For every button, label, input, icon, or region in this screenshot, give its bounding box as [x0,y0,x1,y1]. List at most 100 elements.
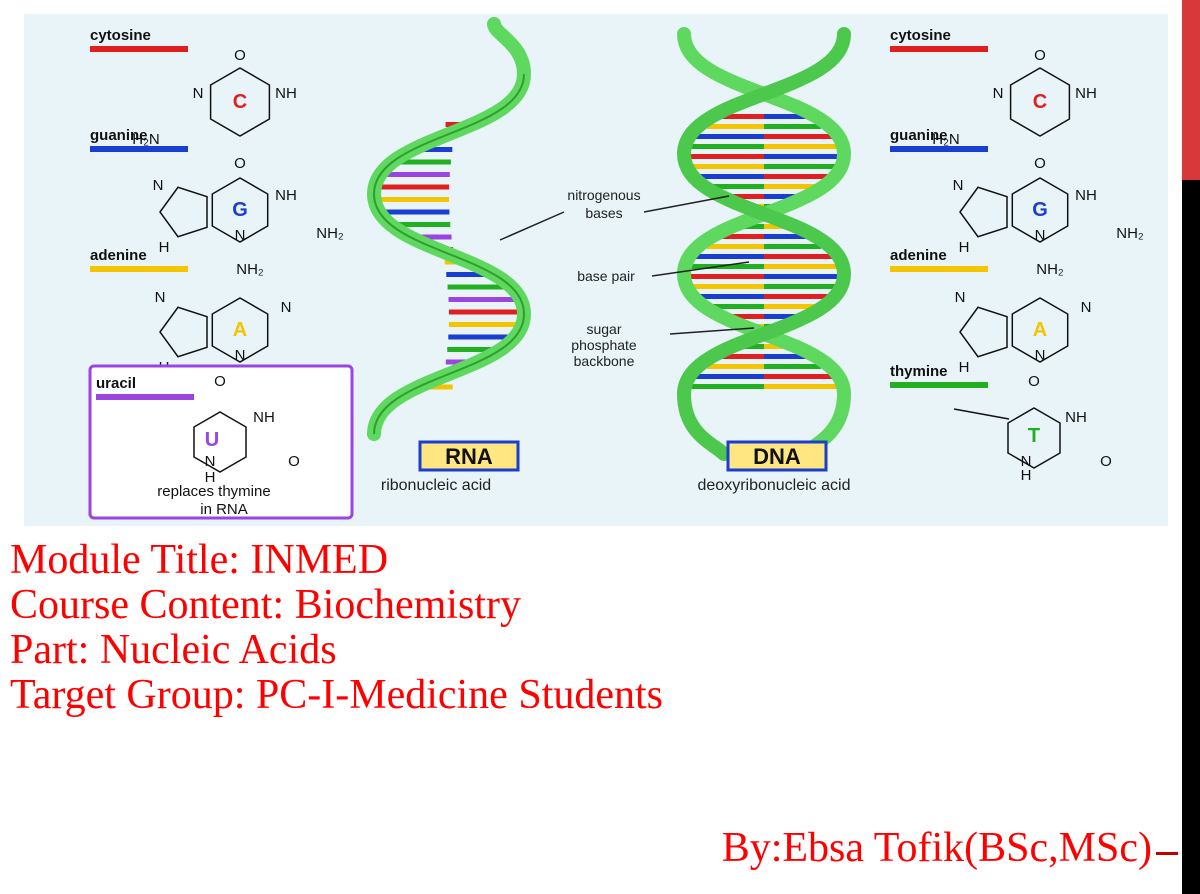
dna-base-rung [687,164,764,169]
uracil-note: replaces thymine [157,483,270,500]
dna-base-rung [685,274,764,279]
ring-pentagon [959,306,1008,358]
dna-base-rung [764,354,806,359]
base-color-bar [90,146,188,152]
ring-hexagon [1011,297,1069,363]
base-color-bar [90,266,188,272]
base-name: cytosine [890,27,951,44]
base-letter: A [233,319,247,341]
atom-label: NH [275,85,297,102]
dna-base-rung [687,284,764,289]
dna-backbone-a [676,27,852,461]
dna-base-rung [740,344,764,349]
dna-base-rung [722,234,764,239]
label-line: sugar [586,321,621,337]
atom-label: N [235,347,246,364]
dna-base-rung [722,314,764,319]
atom-label: H₂N [132,131,160,148]
rna-base-rung [446,272,489,277]
base-letter: U [205,429,219,451]
rna-base-rung [375,209,450,215]
dna-base-rung [764,374,833,379]
rna-base-rung [448,334,519,340]
ring-hexagon [193,411,247,473]
label-line: base pair [577,268,635,284]
rna-base-rung [369,197,450,202]
rna-base-rung [423,384,453,390]
dna-base-rung [706,364,764,369]
dna-base-rung [695,134,764,139]
atom-label: O [1028,373,1040,390]
base-color-bar [890,46,988,52]
dna-base-rung [764,134,833,139]
base-name: cytosine [90,27,151,44]
base-name: adenine [90,247,147,264]
dna-base-rung [764,244,822,249]
badge-text: DNA [753,444,801,469]
dna-full-name: deoxyribonucleic acid [698,477,851,494]
dna-base-rung [764,294,833,299]
atom-label: O [234,155,246,172]
base-color-bar [90,46,188,52]
rna-base-rung [448,297,522,302]
dna-base-rung [706,184,764,189]
atom-label: O [1034,155,1046,172]
label-line: phosphate [571,337,637,353]
author-dash [1156,852,1178,855]
uracil-note: in RNA [200,501,248,518]
dna-base-rung [764,344,788,349]
methyl-bond [953,408,1010,420]
label-line: backbone [574,353,635,369]
module-title: Module Title: INMED [10,537,389,583]
dna-base-rung [764,274,843,279]
base-letter: C [233,91,247,113]
dna-base-rung [685,154,764,159]
dna-base-rung [764,194,806,199]
rna-badge: RNA ribonucleic acid [381,440,520,494]
atom-label: N [235,227,246,244]
atom-label: N [1081,299,1092,316]
course-content: Course Content: Biochemistry [10,582,521,628]
dna-base-rung [764,234,806,239]
dna-base-rung [687,384,764,389]
base-name: uracil [96,375,136,392]
dna-base-rung [687,264,764,269]
rna-base-rung [448,309,529,315]
atom-label: NH [1075,187,1097,204]
base-letter: A [1033,319,1047,341]
ring-pentagon [159,186,208,238]
rna-base-rung [447,347,503,352]
atom-label: O [1100,453,1112,470]
accent-bar-black [1182,180,1200,894]
rna-base-rung [448,322,528,327]
atom-label: NH [253,409,275,426]
dna-base-rung [687,144,764,149]
base-letter: C [1033,91,1047,113]
atom-label: H [205,469,216,486]
dna-base-rung [764,254,833,259]
atom-label: NH₂ [236,261,264,278]
dna-base-rung [722,194,764,199]
dna-backbone-b [676,27,852,461]
atom-label: N [1035,347,1046,364]
dna-base-rung [764,364,822,369]
pointer-arrow [651,261,750,277]
dna-base-rung [764,284,841,289]
atom-label: N [953,177,964,194]
rna-base-rung [388,222,451,227]
dna-base-rung [764,224,788,229]
accent-bar-red [1182,0,1200,180]
atom-label: NH [1065,409,1087,426]
ring-pentagon [959,186,1008,238]
dna-base-rung [764,124,822,129]
dna-base-rung [695,294,764,299]
pointer-arrow [499,211,565,241]
atom-label: NH₂ [1036,261,1064,278]
ring-hexagon [211,177,269,243]
uracil-box [88,364,354,520]
